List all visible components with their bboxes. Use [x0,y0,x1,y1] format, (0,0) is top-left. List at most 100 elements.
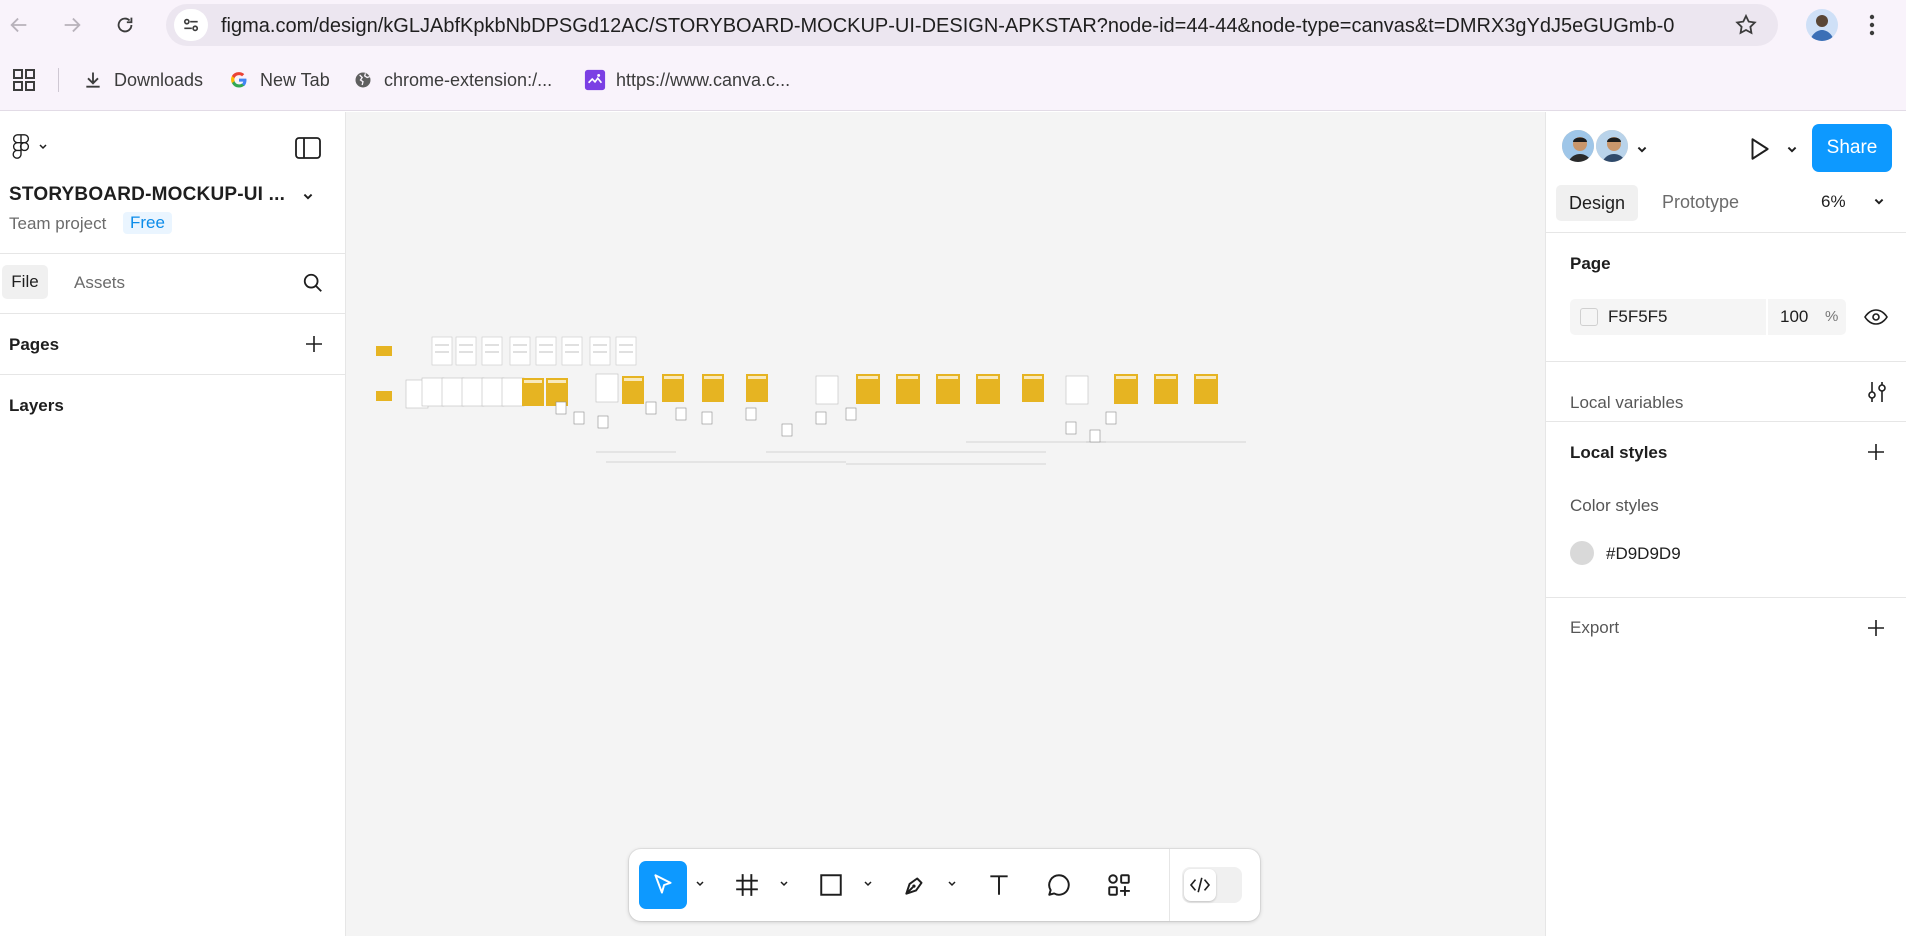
flow-node[interactable] [815,411,827,425]
comment-tool-button[interactable] [1035,861,1083,909]
page-opacity[interactable]: 100 [1780,307,1809,326]
zoom-level[interactable]: 6% [1821,192,1846,211]
bookmark-downloads[interactable]: Downloads [82,66,203,94]
add-page-icon[interactable] [304,334,324,354]
flow-node[interactable] [675,407,687,421]
frame-tool-button[interactable] [723,861,771,909]
profile-avatar[interactable] [1806,9,1838,41]
frame-thumbnail[interactable] [662,374,684,402]
chevron-down-icon[interactable] [947,879,957,889]
color-style-swatch[interactable] [1570,541,1594,565]
present-play-icon[interactable] [1746,136,1772,162]
frame-header[interactable] [524,380,542,383]
frame-thumbnail[interactable] [376,346,392,356]
frame-thumbnail[interactable] [441,377,465,407]
frame-header[interactable] [1156,376,1176,379]
frame-thumbnail[interactable] [431,336,453,366]
local-variables-heading[interactable]: Local variables [1570,393,1684,412]
add-export-icon[interactable] [1866,618,1886,638]
page-color-swatch[interactable] [1580,308,1598,326]
frame-thumbnail[interactable] [746,374,768,402]
frame-thumbnail[interactable] [1065,375,1089,405]
address-bar[interactable]: figma.com/design/kGLJAbfKpkbNbDPSGd12AC/… [166,4,1778,46]
frame-header[interactable] [978,376,998,379]
flow-node[interactable] [597,415,609,429]
frame-header[interactable] [858,376,878,379]
chevron-down-icon[interactable] [1873,196,1885,208]
add-style-icon[interactable] [1866,442,1886,462]
frame-header[interactable] [664,376,682,379]
chevron-down-icon[interactable] [863,879,873,889]
rectangle-tool-button[interactable] [807,861,855,909]
bookmark-new-tab[interactable]: New Tab [228,66,330,94]
frame-thumbnail[interactable] [421,377,445,407]
chevron-down-icon[interactable] [302,191,314,203]
flow-node[interactable] [1089,429,1101,443]
back-button[interactable] [4,10,34,40]
flow-node[interactable] [701,411,713,425]
frame-thumbnail[interactable] [622,376,644,404]
frame-thumbnail[interactable] [702,374,724,402]
frame-thumbnail[interactable] [509,336,531,366]
reload-button[interactable] [110,10,140,40]
avatar[interactable] [1560,128,1596,164]
search-icon[interactable] [302,272,324,294]
browser-menu-icon[interactable] [1862,12,1882,38]
frame-thumbnail[interactable] [561,336,583,366]
move-tool-button[interactable] [639,861,687,909]
storyboard-frames[interactable] [346,112,1545,936]
color-style-name[interactable]: #D9D9D9 [1606,544,1681,563]
frame-thumbnail[interactable] [481,336,503,366]
site-settings-icon[interactable] [174,9,208,41]
frame-header[interactable] [624,378,642,381]
frame-header[interactable] [898,376,918,379]
bookmark-star-icon[interactable] [1734,13,1758,37]
frame-thumbnail[interactable] [615,336,637,366]
tab-assets[interactable]: Assets [74,273,126,292]
frame-thumbnail[interactable] [546,378,568,406]
frame-thumbnail[interactable] [455,336,477,366]
chevron-down-icon[interactable] [695,879,705,889]
frame-thumbnail[interactable] [501,377,525,407]
chevron-down-icon[interactable] [1636,144,1648,156]
frame-thumbnail[interactable] [535,336,557,366]
text-tool-button[interactable] [975,861,1023,909]
page-color-field[interactable]: F5F5F5 100 % [1570,299,1846,335]
actions-tool-button[interactable] [1095,861,1143,909]
flow-node[interactable] [1065,421,1077,435]
frame-header[interactable] [704,376,722,379]
pen-tool-button[interactable] [891,861,939,909]
frame-thumbnail[interactable] [589,336,611,366]
forward-button[interactable] [57,10,87,40]
eye-visibility-icon[interactable] [1864,308,1888,326]
plan-badge[interactable]: Free [123,212,172,234]
flow-node[interactable] [573,411,585,425]
frame-thumbnail[interactable] [461,377,485,407]
frame-thumbnail[interactable] [595,373,619,403]
project-title[interactable]: STORYBOARD-MOCKUP-UI ... [9,184,286,205]
frame-header[interactable] [1024,376,1042,379]
page-color-hex[interactable]: F5F5F5 [1608,307,1668,326]
flow-node[interactable] [1105,411,1117,425]
chevron-down-icon[interactable] [779,879,789,889]
flow-node[interactable] [745,407,757,421]
tab-file[interactable]: File [2,265,48,299]
frame-thumbnail[interactable] [522,378,544,406]
frame-header[interactable] [748,376,766,379]
frame-header[interactable] [938,376,958,379]
frame-thumbnail[interactable] [481,377,505,407]
apps-button[interactable] [12,66,36,94]
frame-thumbnail[interactable] [815,375,839,405]
frame-thumbnail[interactable] [1022,374,1044,402]
avatar[interactable] [1594,128,1630,164]
tab-design[interactable]: Design [1556,185,1638,221]
frame-header[interactable] [1116,376,1136,379]
frame-header[interactable] [1196,376,1216,379]
export-heading[interactable]: Export [1570,618,1620,637]
flow-node[interactable] [781,423,793,437]
flow-node[interactable] [645,401,657,415]
frame-thumbnail[interactable] [376,391,392,401]
chevron-down-icon[interactable] [1786,144,1798,156]
bookmark-canva[interactable]: https://www.canva.c... [584,66,790,94]
sidebar-toggle-icon[interactable] [295,137,321,159]
